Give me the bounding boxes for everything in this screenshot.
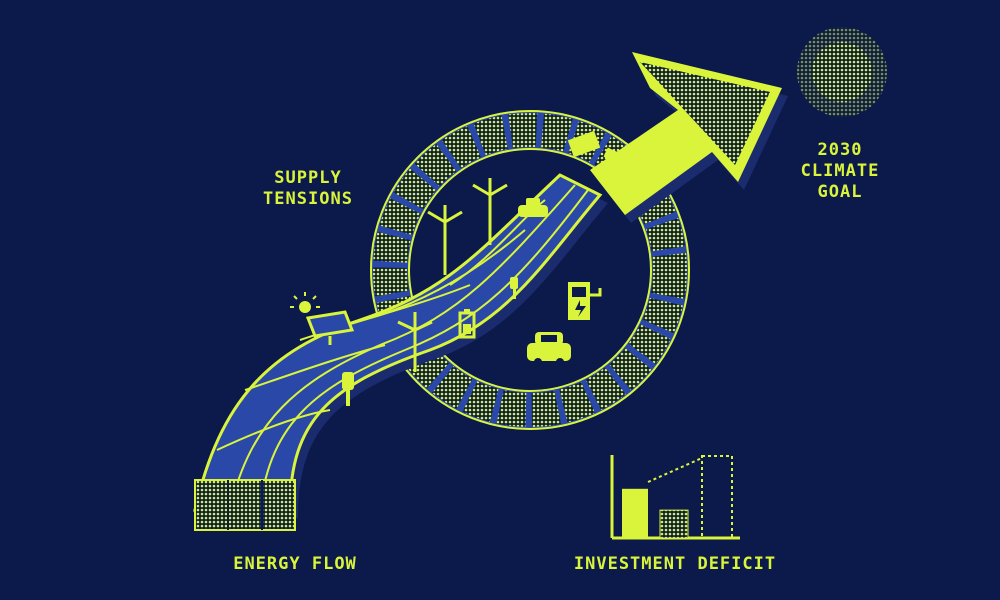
supply-ring <box>370 110 690 430</box>
wind-turbine-icon <box>397 178 508 372</box>
plug-icon <box>342 277 518 406</box>
sun-burst-icon <box>797 27 887 117</box>
supply-tensions-label: SUPPLY TENSIONS <box>263 168 353 209</box>
investment-bar-1 <box>622 488 648 538</box>
arrow-icon <box>567 52 788 223</box>
investment-bar-3 <box>701 455 733 539</box>
battery-icon <box>458 309 476 339</box>
solar-panel-icon <box>290 292 355 345</box>
energy-flow-label: ENERGY FLOW <box>233 554 357 574</box>
ev-charger-icon <box>568 282 602 320</box>
climate-goal-label: 2030 CLIMATE GOAL <box>800 140 880 202</box>
ev-car-icon <box>527 332 571 366</box>
energy-road <box>193 173 608 531</box>
bar-chart-icon <box>610 455 740 540</box>
investment-deficit-label: INVESTMENT DEFICIT <box>573 554 777 574</box>
investment-bar-2 <box>659 509 689 539</box>
car-icon <box>518 198 548 217</box>
